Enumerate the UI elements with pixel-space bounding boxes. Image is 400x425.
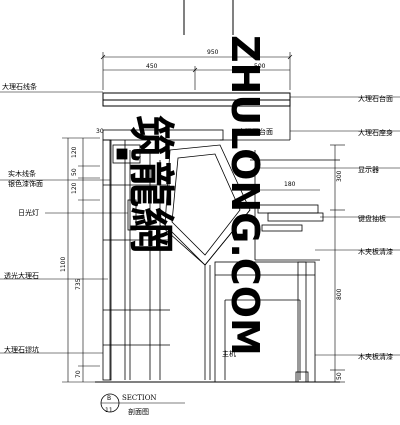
section-title: SECTION xyxy=(122,394,157,402)
label-plywood-varnish-1: 木夹板清漆 xyxy=(358,247,393,256)
dim-120a: 120 xyxy=(71,146,78,158)
label-plywood-varnish-2: 木夹板清漆 xyxy=(358,352,393,361)
label-monitor: 显示器 xyxy=(358,166,379,174)
dim-top-right: 500 xyxy=(254,63,266,70)
label-marble-molding: 大理石线条 xyxy=(2,82,37,91)
inner-host-label: 主机 xyxy=(222,349,236,358)
label-keyboard-tray: 键盘抽板 xyxy=(358,214,386,223)
dim-300: 300 xyxy=(336,170,343,182)
dim-800: 800 xyxy=(336,288,343,300)
label-marble-top: 大理石台面 xyxy=(358,94,393,103)
label-marble-body: 大理石座身 xyxy=(358,128,393,137)
dim-r50: 50 xyxy=(336,372,343,380)
dim-top-offset: 30 xyxy=(96,128,104,135)
monitor-housing xyxy=(159,144,251,380)
label-fluorescent: 日光灯 xyxy=(18,208,39,217)
label-silver-paint: 银色漆饰面 xyxy=(8,179,43,188)
counter-upper xyxy=(102,129,224,381)
watermark-url: ZHULONG.COM xyxy=(223,35,267,356)
watermark-brand: 筑龍網 xyxy=(124,115,178,253)
section-callout xyxy=(100,393,185,413)
dim-top-left: 450 xyxy=(146,63,158,70)
label-wood-molding: 实木线条 xyxy=(8,169,36,178)
top-dimension xyxy=(100,52,293,90)
left-leaders xyxy=(0,91,128,354)
dim-180: 180 xyxy=(284,181,296,188)
marble-top xyxy=(102,92,291,107)
top-column xyxy=(183,0,234,35)
section-subtitle: 剖面图 xyxy=(128,407,149,416)
right-dimensions xyxy=(258,144,345,383)
dim-1100: 1100 xyxy=(60,257,67,272)
dim-735: 735 xyxy=(75,278,82,290)
watermark: 筑龍網 ZHULONG.COM xyxy=(124,35,267,356)
dim-top-total: 950 xyxy=(207,49,219,56)
inner-marble-label: 大理石台面 xyxy=(238,127,273,136)
left-dimensions xyxy=(62,137,100,383)
dim-50: 50 xyxy=(71,168,78,176)
label-marble-groove: 大理石镠坑 xyxy=(4,345,39,354)
right-leaders xyxy=(255,96,400,356)
section-letter: B xyxy=(107,395,111,402)
section-number: 11 xyxy=(105,407,113,414)
dim-70: 70 xyxy=(75,370,82,378)
dim-120b: 120 xyxy=(71,182,78,194)
label-translucent-marble: 透光大理石 xyxy=(4,271,39,280)
